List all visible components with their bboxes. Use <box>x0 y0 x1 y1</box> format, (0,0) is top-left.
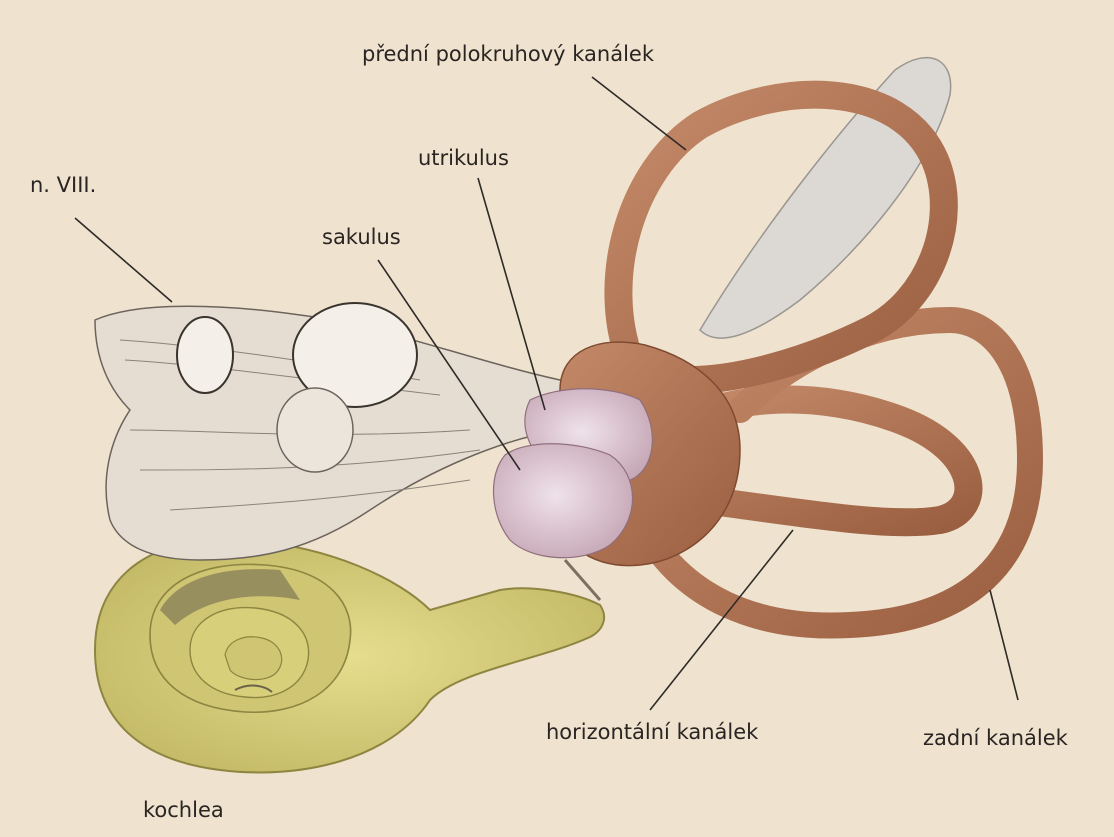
label-anterior-canal: přední polokruhový kanálek <box>362 44 654 65</box>
label-horizontal-canal: horizontální kanálek <box>546 722 758 743</box>
label-cochlea: kochlea <box>143 800 224 821</box>
label-saccule: sakulus <box>322 227 401 248</box>
label-posterior-canal: zadní kanálek <box>923 728 1068 749</box>
label-nerve-viii: n. VIII. <box>30 175 96 196</box>
label-utricle: utrikulus <box>418 148 509 169</box>
